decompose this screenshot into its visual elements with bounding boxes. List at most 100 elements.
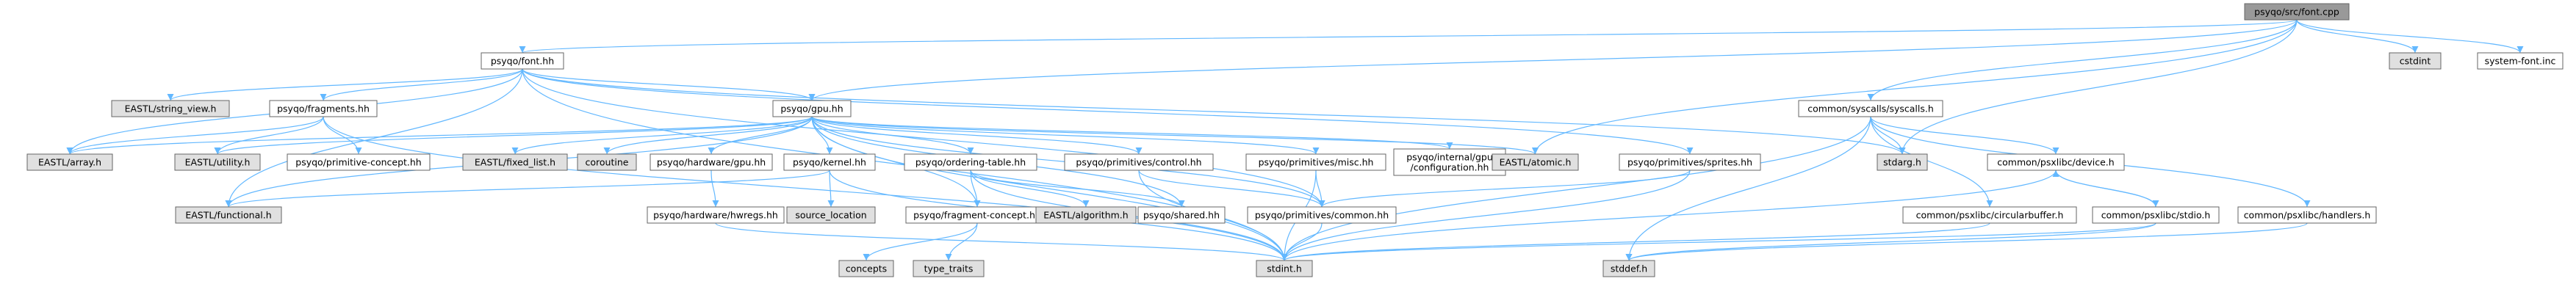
node-kernel[interactable]: psyqo/kernel.hh [783,153,876,171]
node-label: psyqo/shared.hh [1143,210,1220,221]
node-box [1987,153,2125,171]
node-stdio[interactable]: common/psxlibc/stdio.h [2092,206,2220,224]
edge-gpu_hh-to-prim_control [811,116,1143,155]
edge-hw_gpu-to-hwregs [710,170,719,208]
node-label: psyqo/src/font.cpp [2254,7,2339,18]
edge-fragments-to-stdint [323,116,1288,261]
edge-font_cpp-to-atomic [1532,19,2298,155]
node-box [2477,52,2564,70]
node-prim-concept[interactable]: psyqo/primitive-concept.hh [287,153,431,171]
node-internal-gpu[interactable]: psyqo/internal/gpu/configuration.hh [1393,148,1506,176]
node-box [2237,206,2377,224]
node-box [577,153,637,171]
node-label: common/syscalls/syscalls.h [1807,103,1934,114]
node-prim-common[interactable]: psyqo/primitives/common.hh [1247,206,1397,224]
node-box [772,100,852,117]
edge-gpu_hh-to-array_h [66,116,813,155]
edge-font_hh-to-string_view [167,68,523,101]
node-gpu-hh[interactable]: psyqo/gpu.hh [772,100,852,117]
node-array-h: EASTL/array.h [26,153,113,171]
node-label: EASTL/string_view.h [125,103,217,114]
node-box [1256,260,1313,277]
node-coroutine: coroutine [577,153,637,171]
node-shared[interactable]: psyqo/shared.hh [1137,206,1226,224]
node-box [1247,206,1397,224]
node-box [1393,148,1506,176]
node-label: system-font.inc [2485,56,2556,67]
edge-fragments-to-prim_concept [323,116,362,155]
node-ordering[interactable]: psyqo/ordering-table.hh [904,153,1037,171]
node-fragments[interactable]: psyqo/fragments.hh [269,100,378,117]
node-circularbuffer[interactable]: common/psxlibc/circularbuffer.h [1902,206,2077,224]
edge-font_hh-to-prim_common [522,68,1325,208]
node-box [1137,206,1226,224]
node-label: source_location [795,210,866,221]
edge-frag_concept-to-concepts [863,222,978,261]
node-label: concepts [846,263,887,274]
edge-fragments-to-utility_h [214,116,324,155]
node-label: common/psxlibc/handlers.h [2244,210,2371,221]
edge-syscalls-to-stddef [1625,116,1871,261]
node-box [175,206,282,224]
edge-device-to-stdint [1281,170,2057,261]
edge-stdio-to-stddef [1625,222,2156,261]
node-label: psyqo/primitive-concept.hh [295,157,421,168]
node-label: EASTL/array.h [38,157,101,168]
node-source-location: source_location [786,206,876,224]
node-frag-concept[interactable]: psyqo/fragment-concept.hh [905,206,1049,224]
node-algorithm: EASTL/algorithm.h [1035,206,1137,224]
node-prim-control[interactable]: psyqo/primitives/control.hh [1064,153,1214,171]
node-font-hh[interactable]: psyqo/font.hh [481,52,564,70]
node-cstdint: cstdint [2389,52,2442,70]
node-label: psyqo/internal/gpu/configuration.hh [1406,152,1493,173]
edge-ordering-to-frag_concept [970,170,981,208]
node-string-view: EASTL/string_view.h [111,100,230,117]
edge-font_hh-to-functional [225,68,523,208]
node-layer: psyqo/src/font.cpp psyqo/font.hh cstdint sy… [26,3,2564,277]
node-label: EASTL/atomic.h [1500,157,1572,168]
node-label: EASTL/utility.h [185,157,251,168]
node-box [2244,3,2350,21]
node-handlers[interactable]: common/psxlibc/handlers.h [2237,206,2377,224]
node-box [1245,153,1386,171]
node-functional: EASTL/functional.h [175,206,282,224]
node-syscalls[interactable]: common/syscalls/syscalls.h [1798,100,1943,117]
node-box [269,100,378,117]
node-label: psyqo/font.hh [491,56,554,67]
node-box [1798,100,1943,117]
node-box [26,153,113,171]
node-hw-gpu[interactable]: psyqo/hardware/gpu.hh [650,153,773,171]
node-box [2389,52,2442,70]
edge-stdio-to-stdint [1281,222,2156,261]
node-system-font[interactable]: system-font.inc [2477,52,2564,70]
node-label: psyqo/primitives/sprites.hh [1627,157,1752,168]
node-label: stdint.h [1267,263,1302,274]
node-fixed-list: EASTL/fixed_list.h [462,153,568,171]
node-prim-misc[interactable]: psyqo/primitives/misc.hh [1245,153,1386,171]
edge-kernel-to-source_location [827,170,835,208]
node-box [650,153,773,171]
edge-kernel-to-functional [225,170,830,208]
edge-gpu_hh-to-ordering [811,116,974,155]
edge-font_hh-to-stdarg [522,68,1906,155]
node-label: stddef.h [1611,263,1647,274]
edge-font_cpp-to-gpu_hh [808,19,2298,101]
node-hwregs[interactable]: psyqo/hardware/hwregs.hh [647,206,785,224]
node-stddef: stddef.h [1602,260,1655,277]
node-label: type_traits [924,263,974,274]
node-box [287,153,431,171]
edge-ordering-to-algorithm [970,170,1090,208]
node-box [1602,260,1655,277]
node-label: common/psxlibc/device.h [1997,157,2114,168]
edge-gpu_hh-to-stdint [811,116,1288,261]
edge-fragments-to-array_h [66,116,324,155]
node-utility-h: EASTL/utility.h [174,153,261,171]
edge-stdio-to-device [2052,170,2156,208]
node-font-cpp[interactable]: psyqo/src/font.cpp [2244,3,2350,21]
edge-gpu_hh-to-prim_misc [811,116,1320,155]
edge-font_cpp-to-font_hh [519,19,2298,54]
node-sprites[interactable]: psyqo/primitives/sprites.hh [1619,153,1761,171]
node-box [1492,153,1579,171]
node-device[interactable]: common/psxlibc/device.h [1987,153,2125,171]
edge-prim_control-to-prim_common [1138,170,1325,208]
